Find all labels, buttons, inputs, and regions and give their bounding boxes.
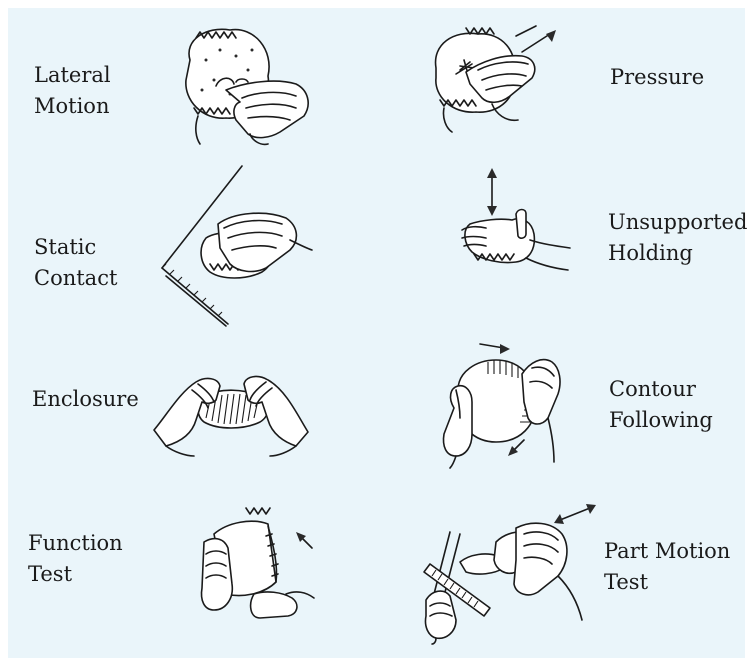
label-enclosure: Enclosure [32, 384, 139, 415]
label-pressure: Pressure [610, 62, 704, 93]
hand-testing-function-icon [194, 502, 324, 624]
hands-enclosing-object-icon [146, 360, 316, 460]
hand-tracing-contour-icon [428, 338, 578, 470]
hand-lifting-object-icon [456, 168, 576, 280]
hand-resting-on-object-icon [158, 164, 318, 330]
hand-rubbing-object-icon [176, 20, 316, 150]
hand-pressing-object-icon [426, 22, 566, 142]
hand-moving-part-icon [420, 494, 610, 644]
